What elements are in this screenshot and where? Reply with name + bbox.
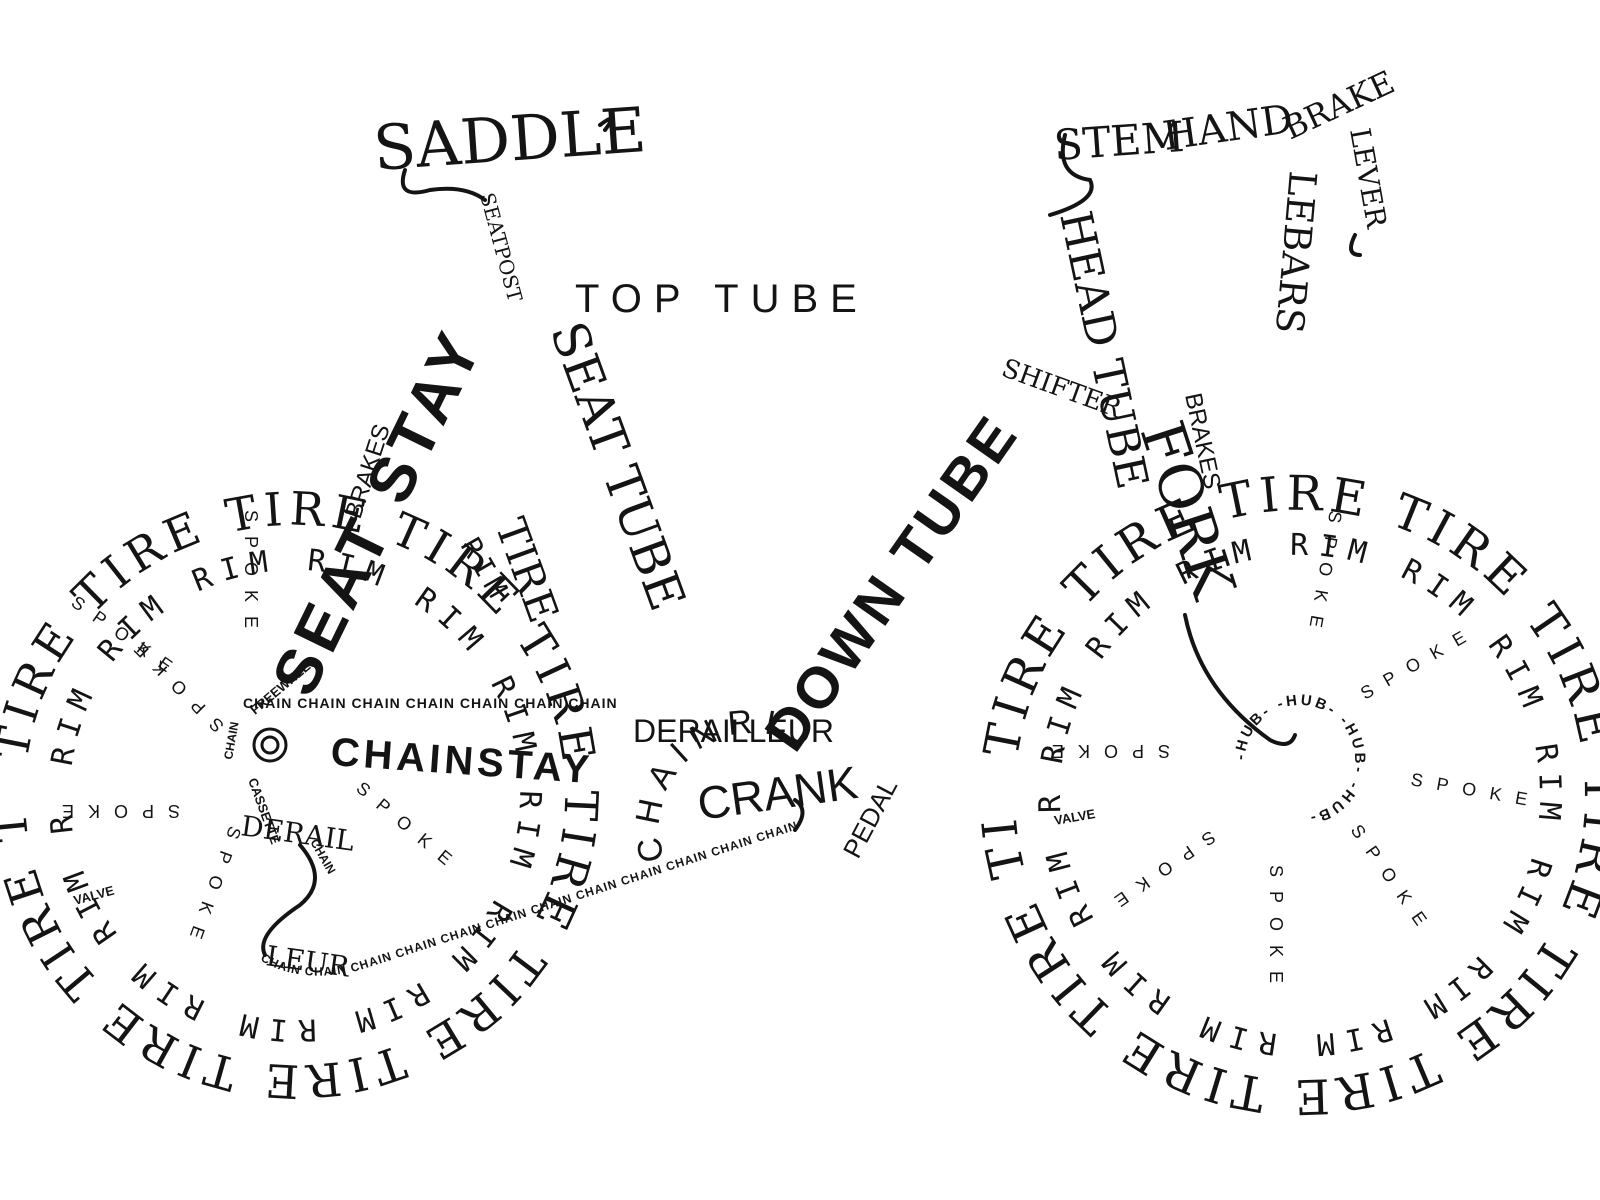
front-valve-label: VALVE xyxy=(1053,806,1097,828)
front-derailleur-label: DERAILLEUR xyxy=(633,713,834,749)
rear-spoke-label: SPOKE xyxy=(120,629,228,737)
front-spoke-label: SPOKE xyxy=(1266,865,1286,997)
front-spoke-label: SPOKE xyxy=(1347,821,1439,941)
rear-spoke-label: SPOKE xyxy=(241,510,261,642)
front-spoke-label: SPOKE xyxy=(1409,769,1542,812)
front-spoke-label: SPOKE xyxy=(1038,741,1170,761)
cassette-core xyxy=(260,735,280,755)
rear-spoke-label: SPOKE xyxy=(48,801,180,821)
stem-label: STEM xyxy=(1052,112,1186,170)
front-spoke-label: SPOKE xyxy=(1357,620,1481,703)
seat-tube-label: SEAT TUBE xyxy=(539,314,697,618)
brake-lever-lever-label: LEVER xyxy=(1343,125,1393,231)
saddle-flourish xyxy=(400,116,614,202)
stem-flourish xyxy=(1048,133,1094,217)
chain-return-curve xyxy=(793,798,805,832)
top-tube-label: TOP TUBE xyxy=(575,277,869,321)
rear-derailleur-cage xyxy=(261,843,317,957)
saddle-group: SADDLE SEATPOST xyxy=(371,93,649,305)
crank-label: CRANK xyxy=(694,756,861,830)
cassette-center xyxy=(252,727,288,763)
front-spoke-label: SPOKE xyxy=(1100,827,1220,919)
hub-ring: -HUB- -HUB- -HUB- -HUB- xyxy=(1232,692,1368,828)
chain-top-label: CHAIN CHAIN CHAIN CHAIN CHAIN CHAIN CHAI… xyxy=(243,695,618,711)
rear-spoke-label: SPOKE xyxy=(352,778,466,878)
seatpost-label: SEATPOST xyxy=(475,190,527,305)
handlebars-lebars-label: LEBARS xyxy=(1267,169,1325,335)
lever-tail xyxy=(1349,233,1362,257)
handlebars-hand-label: HAND xyxy=(1160,96,1296,160)
chain-wrap-label: CHAIN xyxy=(221,721,241,761)
fork-blade xyxy=(1183,613,1297,746)
rear-spoke-label: SPOKE xyxy=(181,824,245,955)
brake-lever-brake-label: BRAKE xyxy=(1277,63,1400,147)
saddle-label: SADDLE xyxy=(371,93,649,185)
rear-derail-label: DERAIL xyxy=(239,809,356,858)
